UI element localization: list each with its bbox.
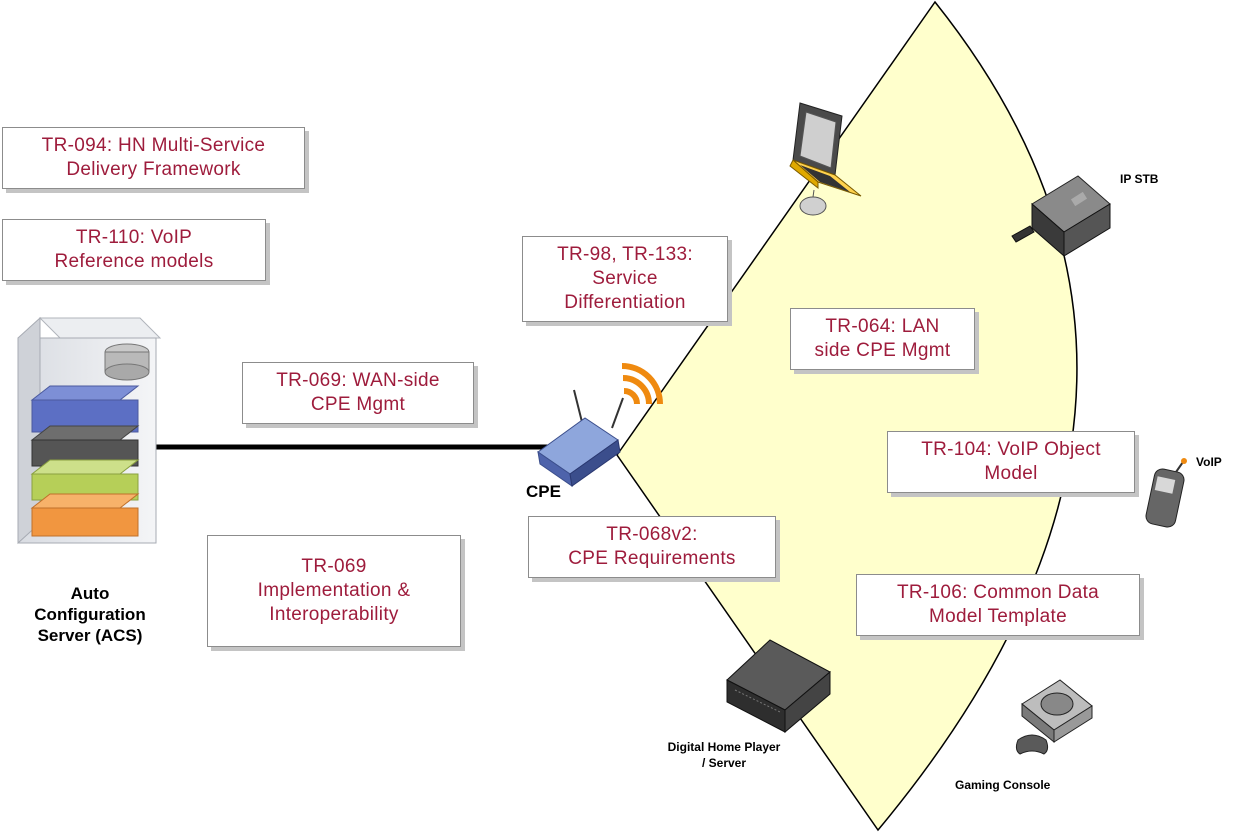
tr110-box: TR-110: VoIP Reference models [2, 219, 266, 281]
tr110-line-1: TR-110: VoIP [75, 227, 193, 248]
ip-stb-label: IP STB [1120, 172, 1159, 186]
tr098-line-1: TR-98, TR-133: [557, 244, 693, 265]
laptop-icon [789, 102, 862, 216]
tr098-line-2: Service [592, 268, 658, 289]
tr068-box: TR-068v2: CPE Requirements [528, 516, 776, 578]
gaming-console-label: Gaming Console [955, 778, 1051, 792]
tr068-line-2: CPE Requirements [568, 548, 736, 569]
tr064-line-1: TR-064: LAN [825, 316, 940, 337]
tr098-box: TR-98, TR-133: Service Differentiation [522, 236, 728, 322]
acs-label-line-1: Auto [70, 584, 110, 603]
home-network-area [616, 0, 1078, 832]
dhp-label: Digital Home Player / Server [654, 739, 794, 771]
tr106-line-2: Model Template [929, 606, 1067, 627]
tr069-impl-line-1: TR-069 [301, 556, 367, 577]
voip-label: VoIP [1196, 455, 1222, 469]
tr106-box: TR-106: Common Data Model Template [856, 574, 1140, 636]
tr104-box: TR-104: VoIP Object Model [887, 431, 1135, 493]
tr110-line-2: Reference models [54, 251, 214, 272]
tr104-line-2: Model [984, 463, 1038, 484]
tr069-impl-line-2: Implementation & [257, 580, 411, 601]
tr094-line-2: Delivery Framework [66, 159, 241, 180]
tr069-impl-box: TR-069 Implementation & Interoperability [207, 535, 461, 647]
digital-home-player-icon [726, 639, 831, 734]
wireless-signal-icon [621, 363, 663, 405]
tr069-wan-line-1: TR-069: WAN-side [276, 370, 440, 391]
voip-phone-icon [1145, 458, 1187, 528]
tr064-line-2: side CPE Mgmt [814, 340, 951, 361]
dhp-label-line-2: / Server [701, 756, 747, 770]
acs-label-line-2: Configuration [34, 605, 146, 624]
acs-label: Auto Configuration Server (ACS) [10, 583, 170, 646]
acs-label-line-3: Server (ACS) [37, 626, 143, 645]
ip-stb-icon [1011, 175, 1111, 258]
tr104-line-1: TR-104: VoIP Object [921, 439, 1101, 460]
dhp-label-line-1: Digital Home Player [667, 740, 781, 754]
tr064-box: TR-064: LAN side CPE Mgmt [790, 308, 975, 370]
tr094-box: TR-094: HN Multi-Service Delivery Framew… [2, 127, 305, 189]
cpe-label: CPE [526, 482, 561, 501]
tr068-line-1: TR-068v2: [606, 524, 698, 545]
tr106-line-1: TR-106: Common Data [896, 582, 1100, 603]
cpe-router-icon [537, 389, 624, 488]
tr094-line-1: TR-094: HN Multi-Service [41, 135, 266, 156]
tr069-wan-box: TR-069: WAN-side CPE Mgmt [242, 362, 474, 424]
gaming-console-icon [1015, 679, 1093, 755]
tr069-impl-line-3: Interoperability [269, 604, 399, 625]
tr069-wan-line-2: CPE Mgmt [310, 394, 406, 415]
tr098-line-3: Differentiation [564, 292, 686, 313]
acs-server-icon [17, 316, 162, 545]
